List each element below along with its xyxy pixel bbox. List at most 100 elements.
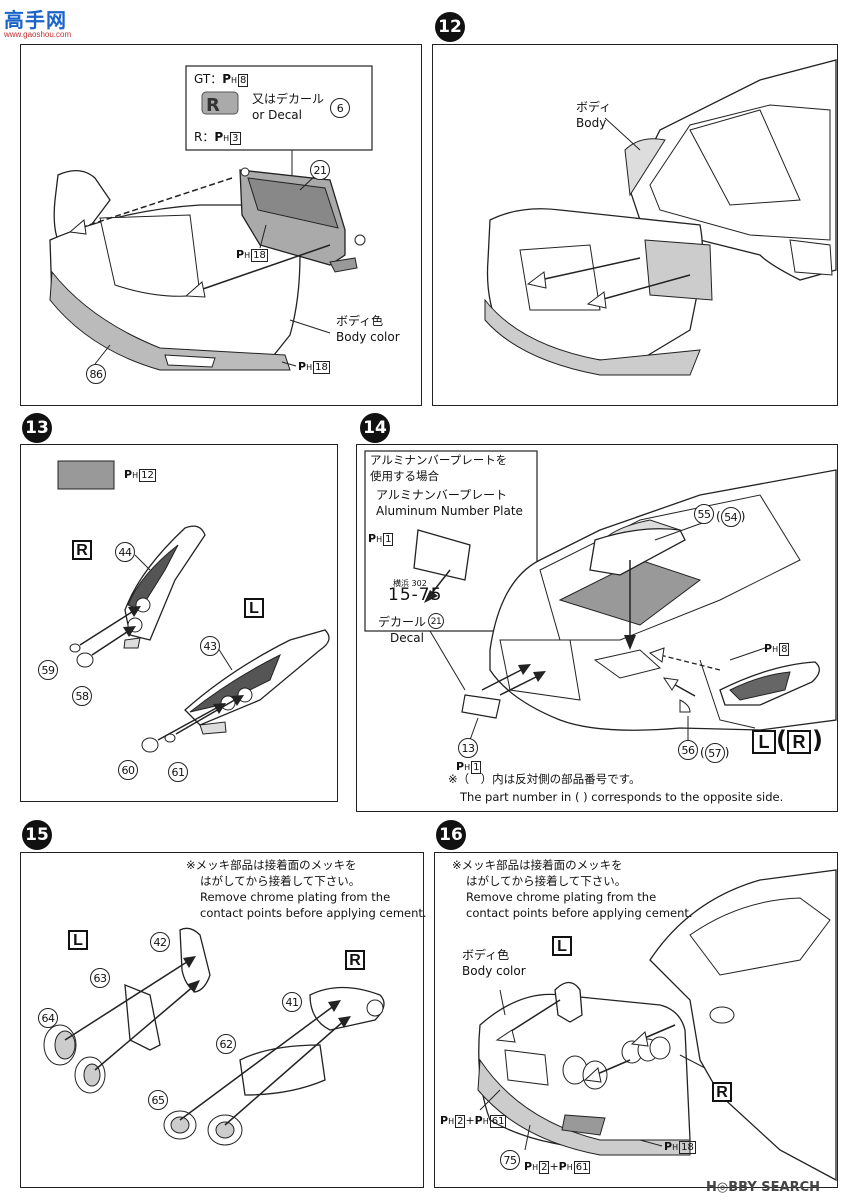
- ph-p: P: [236, 248, 245, 261]
- ph1b-num: 1: [471, 761, 482, 774]
- part-63-callout: 63: [90, 968, 110, 988]
- step-16-note-en1: Remove chrome plating from the: [466, 890, 657, 904]
- part-58-callout: 58: [72, 686, 92, 706]
- ph-p: P: [524, 1160, 533, 1173]
- ph-h: H: [464, 763, 471, 772]
- part-57-callout: 57: [704, 743, 725, 763]
- ph61a-num: 61: [489, 1115, 507, 1128]
- ph-h: H: [223, 134, 230, 143]
- ph-h: H: [672, 1143, 679, 1152]
- part-6-callout: 6: [330, 98, 350, 118]
- ph-h: H: [306, 363, 313, 372]
- ph8-num: 8: [779, 643, 790, 656]
- ph-h: H: [376, 535, 383, 544]
- paren-close: ): [812, 726, 823, 754]
- ph-h: H: [482, 1117, 489, 1126]
- ph12-num: 12: [139, 469, 156, 482]
- part-42-callout: 42: [150, 932, 170, 952]
- step-12-body-jp: ボディ: [576, 100, 612, 114]
- decal-en: Decal: [390, 631, 424, 645]
- watermark-url: www.gaoshou.com: [4, 30, 72, 39]
- step-15-note-en2: contact points before applying cement.: [200, 906, 427, 920]
- ph2a-num: 2: [455, 1115, 466, 1128]
- part-61-callout: 61: [168, 762, 188, 782]
- ph-p: P: [764, 642, 773, 655]
- step-15-R-label: R: [345, 950, 365, 970]
- opposite-side-note-en: The part number in ( ) corresponds to th…: [460, 790, 784, 804]
- step-15-number: 15: [22, 820, 52, 850]
- body-color-en: Body color: [336, 330, 400, 344]
- step-15-note-jp2: はがしてから接着して下さい。: [200, 874, 361, 888]
- r-num: 3: [230, 132, 241, 145]
- part-54-callout: 54: [720, 507, 741, 527]
- ph-h: H: [532, 1163, 539, 1172]
- part-55-callout: 55: [694, 504, 714, 524]
- part-54-paren: (54): [716, 507, 745, 527]
- ph-h: H: [231, 76, 238, 85]
- step-16-note-jp1: ※メッキ部品は接着面のメッキを: [452, 858, 623, 872]
- svg-text:R: R: [206, 95, 220, 116]
- or-decal-jp: 又はデカール: [252, 92, 325, 106]
- ph-h: H: [132, 471, 139, 480]
- part-62-callout: 62: [216, 1034, 236, 1054]
- opposite-side-note-jp: ※（ ）内は反対側の部品番号です。: [448, 772, 641, 786]
- step-14-R-label: R: [787, 730, 811, 754]
- watermark-text: 高手网: [4, 8, 67, 32]
- r-label: R：: [194, 130, 215, 144]
- part-86-callout: 86: [86, 364, 106, 384]
- plate-number: 15-75: [388, 585, 443, 605]
- ph-p: P: [664, 1140, 673, 1153]
- ph-p: P: [298, 360, 307, 373]
- ph-p: P: [214, 130, 224, 144]
- ph-h: H: [772, 645, 779, 654]
- decal-jp: デカール: [378, 615, 427, 629]
- part-56-callout: 56: [678, 740, 698, 760]
- step-16-note-jp2: はがしてから接着して下さい。: [466, 874, 627, 888]
- part-64-callout: 64: [38, 1008, 58, 1028]
- ph-p: P: [558, 1160, 567, 1173]
- step-16-note-en2: contact points before applying cement.: [466, 906, 693, 920]
- or-decal-en: or Decal: [252, 108, 302, 122]
- step-14-box-title-1: アルミナンバープレートを: [370, 453, 508, 467]
- step-16-number: 16: [436, 820, 466, 850]
- step-13-number: 13: [22, 413, 52, 443]
- gt-num: 8: [238, 74, 249, 87]
- body-color-jp: ボディ色: [336, 314, 384, 328]
- part-21-callout: 21: [310, 160, 330, 180]
- part-41-callout: 41: [282, 992, 302, 1012]
- part-13-callout: 13: [458, 738, 478, 758]
- step-12-body-en: Body: [576, 116, 607, 130]
- part-75-callout: 75: [500, 1150, 520, 1170]
- step-15-note-jp1: ※メッキ部品は接着面のメッキを: [186, 858, 357, 872]
- ph1a-num: 1: [383, 533, 394, 546]
- part-59-callout: 59: [38, 660, 58, 680]
- step-16-body-color-en: Body color: [462, 964, 526, 978]
- watermark-logo: 高手网 www.gaoshou.com: [4, 4, 71, 39]
- step-16-body-color-jp: ボディ色: [462, 948, 510, 962]
- step-16-L-label: L: [552, 936, 572, 956]
- ph-p: P: [440, 1114, 449, 1127]
- step-13-R-label: R: [72, 540, 92, 560]
- paren-open: (: [776, 726, 787, 754]
- ph18b-num: 18: [313, 361, 330, 374]
- part-44-callout: 44: [115, 542, 135, 562]
- ph2b-num: 2: [539, 1161, 550, 1174]
- step-14-number: 14: [360, 413, 390, 443]
- ph-h: H: [566, 1163, 573, 1172]
- part-57-paren: (57): [700, 743, 729, 763]
- ph18a-num: 18: [251, 249, 268, 262]
